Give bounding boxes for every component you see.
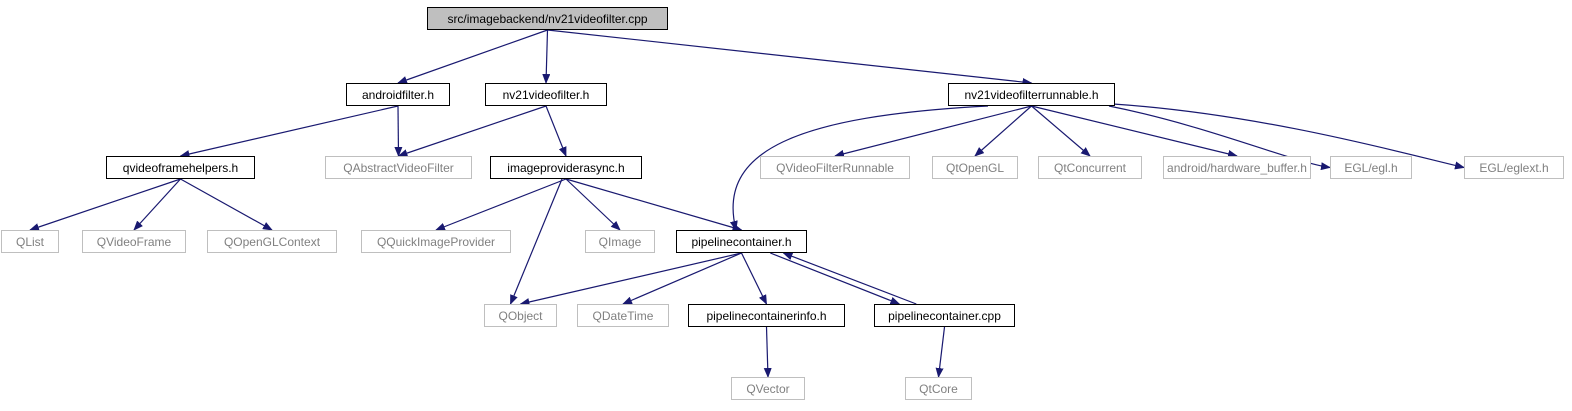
edge-pipelinecontainer_h-to-pipelinecontainer_cpp — [770, 252, 901, 305]
edge-imageproviderasync-to-qimage — [565, 178, 621, 231]
edge-imageproviderasync-to-qobject — [509, 178, 563, 305]
node-androidfilter-h[interactable]: androidfilter.h — [346, 83, 450, 106]
node-qvideoframe: QVideoFrame — [82, 230, 186, 253]
node-nv21videofilter-h[interactable]: nv21videofilter.h — [485, 83, 607, 106]
edge-root-to-nv21videofilter_h — [542, 29, 551, 84]
node-qtconcurrent: QtConcurrent — [1038, 156, 1142, 179]
edge-androidfilter-to-qabstractvideofilter — [394, 105, 403, 157]
node-nv21videofilter-cpp: src/imagebackend/nv21videofilter.cpp — [427, 7, 668, 30]
edge-imageproviderasync-to-pipelinecontainer_h — [565, 178, 743, 232]
edge-nv21videofilter_h-to-qabstractvideofilter — [397, 105, 547, 157]
edge-pipelinecontainer_cpp-to-qtcore — [935, 326, 946, 378]
node-pipelinecontainerinfo-h[interactable]: pipelinecontainerinfo.h — [688, 304, 845, 327]
node-pipelinecontainer-h[interactable]: pipelinecontainer.h — [676, 230, 807, 253]
node-qvector: QVector — [731, 377, 805, 400]
edge-nv21videofilter_h-to-imageproviderasync — [545, 105, 567, 157]
node-qvideofilterrunnable: QVideoFilterRunnable — [760, 156, 910, 179]
edge-runnable_h-to-eglext — [1112, 103, 1465, 170]
edge-runnable_h-to-qvideofilterrunnable — [834, 105, 1032, 158]
node-nv21videofilterrunnable-h[interactable]: nv21videofilterrunnable.h — [948, 83, 1115, 106]
node-qvideoframehelpers-h[interactable]: qvideoframehelpers.h — [106, 156, 255, 179]
node-eglext-h: EGL/eglext.h — [1464, 156, 1564, 179]
edge-runnable_h-to-hardware_buffer — [1031, 105, 1238, 158]
edge-runnable_h-to-pipelinecontainer_h — [729, 105, 989, 231]
edge-root-to-runnable_h — [547, 29, 1033, 86]
edge-qvideoframehelpers-to-qlist — [29, 178, 181, 231]
edge-pipelinecontainer_cpp-to-pipelinecontainer_h — [782, 252, 917, 305]
node-qlist: QList — [1, 230, 59, 253]
node-qobject: QObject — [484, 304, 557, 327]
node-imageproviderasync-h[interactable]: imageproviderasync.h — [490, 156, 642, 179]
edge-root-to-androidfilter — [397, 29, 548, 84]
node-egl-h: EGL/egl.h — [1330, 156, 1412, 179]
edge-imageproviderasync-to-qquickimageprovider — [435, 178, 567, 231]
edge-qvideoframehelpers-to-qopenglcontext — [180, 178, 273, 231]
edge-layer — [29, 29, 1465, 378]
node-qabstractvideofilter: QAbstractVideoFilter — [325, 156, 472, 179]
node-qtopengl: QtOpenGL — [932, 156, 1018, 179]
node-pipelinecontainer-cpp[interactable]: pipelinecontainer.cpp — [874, 304, 1015, 327]
edge-runnable_h-to-egl — [1108, 105, 1331, 171]
node-qopenglcontext: QOpenGLContext — [207, 230, 337, 253]
edge-androidfilter-to-qvideoframehelpers — [179, 105, 399, 158]
edge-pipelinecontainerinfo-to-qvector — [763, 326, 772, 378]
edge-runnable_h-to-qtopengl — [974, 105, 1032, 157]
node-qquickimageprovider: QQuickImageProvider — [361, 230, 511, 253]
node-qimage: QImage — [585, 230, 655, 253]
edge-runnable_h-to-qtconcurrent — [1031, 105, 1091, 157]
edge-pipelinecontainer_h-to-qobject — [519, 252, 742, 306]
edge-pipelinecontainer_h-to-qdatetime — [622, 252, 742, 305]
edge-qvideoframehelpers-to-qvideoframe — [133, 178, 181, 231]
node-qdatetime: QDateTime — [577, 304, 669, 327]
node-android-hardware-buffer-h: android/hardware_buffer.h — [1163, 156, 1311, 179]
edge-pipelinecontainer_h-to-pipelinecontainerinfo — [740, 252, 768, 305]
node-qtcore: QtCore — [905, 377, 972, 400]
